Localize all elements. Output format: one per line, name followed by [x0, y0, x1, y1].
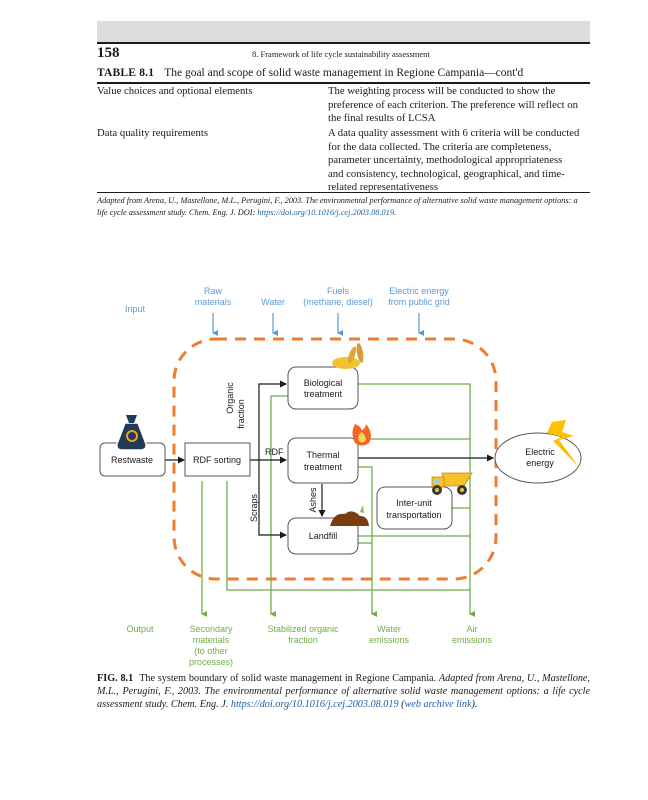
output-label: Air [467, 624, 478, 634]
input-label: Electric energy [389, 286, 449, 296]
lightning-bolt-icon [547, 420, 579, 467]
input-water: Water [261, 297, 285, 336]
figure-caption: FIG. 8.1 The system boundary of solid was… [97, 673, 590, 711]
value-line: preference of each criterion. The prefer… [328, 98, 578, 111]
node-label: Landfill [309, 531, 338, 541]
input-label: Raw [204, 286, 223, 296]
node-landfill: Landfill [287, 517, 359, 555]
table-row-key: Data quality requirements [97, 127, 208, 139]
rdf-label: RDF [265, 447, 284, 457]
value-line: for the data collected. The criteria are… [328, 140, 552, 153]
output-air-emissions: Air emissions [452, 624, 493, 645]
stabilized-organic-line [270, 395, 288, 617]
output-label: Stabilized organic [267, 624, 339, 634]
organic-fraction-label: fraction [236, 399, 246, 429]
output-water-emissions: Water emissions [369, 624, 410, 645]
output-heading: Output [126, 624, 154, 634]
output-label: (to other [194, 646, 228, 656]
source-text: Adapted from Arena, U., Mastellone, M.L.… [97, 196, 578, 217]
output-label: emissions [452, 635, 493, 645]
output-label: Secondary [189, 624, 233, 634]
node-rdf-sorting: RDF sorting [184, 442, 251, 477]
page-number: 158 [97, 45, 120, 61]
input-label: Fuels [327, 286, 350, 296]
ashes-label: Ashes [308, 487, 318, 513]
node-biological-treatment: Biological treatment [287, 366, 359, 410]
page-header-bar [97, 21, 590, 44]
table-source-note: Adapted from Arena, U., Mastellone, M.L.… [97, 195, 590, 218]
organic-fraction-arrow [258, 380, 287, 460]
node-electric-energy: Electric energy [494, 432, 582, 484]
node-label: Biological [304, 378, 343, 388]
flame-icon [352, 424, 371, 446]
figure-doi-link[interactable]: https://doi.org/10.1016/j.cej.2003.08.01… [230, 698, 399, 710]
table-title: The goal and scope of solid waste manage… [164, 67, 524, 79]
web-archive-link[interactable]: web archive link [404, 698, 472, 710]
dump-truck-icon [431, 472, 473, 495]
output-stabilized-organic: Stabilized organic fraction [267, 624, 339, 645]
node-label: transportation [386, 510, 441, 520]
input-label: materials [195, 297, 232, 307]
figure-label: FIG. 8.1 [97, 673, 134, 684]
node-label: Thermal [306, 450, 339, 460]
figure-caption-text: The system boundary of solid waste manag… [139, 673, 439, 684]
node-label: treatment [304, 389, 343, 399]
table-caption: TABLE 8.1 The goal and scope of solid was… [97, 67, 523, 79]
node-inter-unit-transportation: Inter-unit transportation [376, 486, 453, 530]
node-label: Electric [525, 447, 555, 457]
table-label: TABLE 8.1 [97, 67, 155, 79]
input-label: from public grid [388, 297, 450, 307]
source-end: . [393, 207, 397, 217]
table-row-key: Value choices and optional elements [97, 85, 253, 97]
output-label: materials [193, 635, 230, 645]
process-flow-arrows [165, 380, 494, 539]
output-label: fraction [288, 635, 318, 645]
node-label: treatment [304, 462, 343, 472]
scraps-label: Scraps [249, 493, 259, 522]
value-line: parameter uncertainty, methodological ap… [328, 154, 563, 166]
node-label: energy [526, 458, 554, 468]
paren-open: ( [398, 698, 405, 710]
figure-source: Adapted from Arena, U., Mastellone, M.L.… [97, 673, 590, 710]
output-label: processes) [189, 657, 233, 667]
node-label: Restwaste [111, 455, 153, 465]
table-row-value: A data quality assessment with 6 criteri… [328, 127, 590, 195]
output-secondary-materials: Secondary materials (to other processes) [189, 624, 233, 667]
water-emissions-line [357, 466, 377, 617]
organic-fraction-label: Organic [225, 382, 235, 414]
output-label: Water [377, 624, 401, 634]
input-raw-materials: Raw materials [195, 286, 232, 336]
rdf-sorting-air-line [226, 481, 470, 591]
value-line: the final results of LCSA [328, 112, 436, 124]
table-bottom-rule [97, 192, 590, 193]
node-label: Inter-unit [396, 498, 432, 508]
paren-close: ). [471, 698, 478, 710]
input-label: (methane, diesel) [303, 297, 373, 307]
input-fuels: Fuels (methane, diesel) [303, 286, 373, 336]
air-emissions-line [358, 383, 475, 617]
value-line: and consistency, technological, geograph… [328, 167, 565, 180]
value-line: A data quality assessment with 6 criteri… [328, 127, 580, 139]
table-top-rule [97, 82, 590, 84]
output-label: emissions [369, 635, 410, 645]
table-row-value: The weighting process will be conducted … [328, 85, 590, 126]
running-head: 8. Framework of life cycle sustainabilit… [252, 49, 430, 59]
doi-link[interactable]: https://doi.org/10.1016/j.cej.2003.08.01… [257, 207, 394, 217]
value-line: The weighting process will be conducted … [328, 85, 556, 97]
value-line: related representativeness [328, 181, 439, 193]
input-heading: Input [125, 304, 146, 314]
node-thermal-treatment: Thermal treatment [287, 437, 359, 484]
soil-pile-icon [330, 505, 369, 526]
node-label: RDF sorting [193, 455, 241, 465]
output-flow-lines [201, 383, 475, 617]
input-label: Water [261, 297, 285, 307]
waste-bag-icon [116, 415, 147, 451]
scraps-arrow [258, 460, 287, 539]
grain-icon [332, 343, 364, 369]
input-electric-grid: Electric energy from public grid [388, 286, 450, 336]
